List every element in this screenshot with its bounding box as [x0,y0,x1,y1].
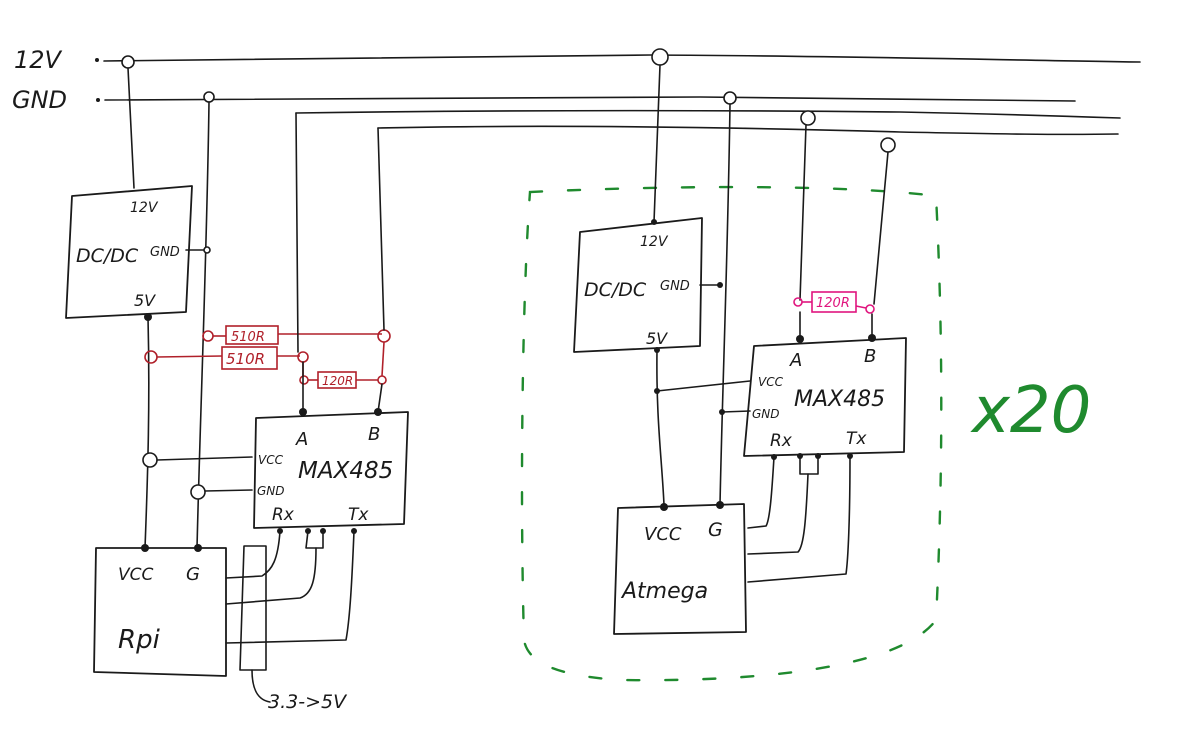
power-rails: 12V GND [12,46,1141,136]
slave-gnd-tap [723,91,737,105]
de-re-signal-wire [225,547,317,605]
level-shifter-box [239,545,267,671]
master-gnd-junction [190,484,206,500]
master-max485-b-label: B [368,424,380,445]
slave-rx-wire [747,456,775,529]
bus-b-wire [377,125,1119,136]
slave-max485-title: MAX485 [794,387,885,412]
slave-dcdc-in-label: 12V [640,234,669,250]
slave-max485-tx-label: Tx [846,429,867,449]
atmega-g-label: G [708,519,723,541]
rpi-title: Rpi [118,625,161,655]
master-vcc-junction [142,452,158,468]
master-max485-a-label: A [295,429,308,450]
slave-dcdc-out-label: 5V [646,329,668,348]
master-max485-box [253,411,409,529]
bias-pulldown-node [144,350,158,364]
rail-gnd-wire [104,96,1076,102]
bias-pullup-node [202,330,214,342]
bias-b-node [377,329,391,343]
bias-a-node [297,351,309,363]
slave-max485-a-label: A [789,350,802,371]
rx-signal-wire [225,530,281,579]
rpi-box [93,547,227,677]
rail-12v-label: 12V [14,46,63,74]
rpi-g-label: G [186,564,200,585]
slave-tx-wire [747,455,851,583]
slave-max485-box [743,337,907,457]
slave-dcdc-gnd-label: GND [660,279,690,294]
master-bias-resistors: 510R 510R 120R [144,325,391,389]
master-node: DC/DC 12V GND 5V 510R 510R [65,55,409,713]
master-dcdc-title: DC/DC [76,245,139,267]
resistor-510r-bottom [221,346,278,370]
resistor-510r-top [225,325,279,345]
master-b-drop [377,127,385,413]
slave-dcdc-box [573,217,703,353]
slave-b-tap [880,137,896,153]
atmega-box [613,503,747,635]
resistor-510r-top-label: 510R [231,330,265,345]
resistor-510r-bottom-label: 510R [226,350,265,368]
slave-max485-rx-label: Rx [770,431,793,451]
bus-a-wire [295,109,1121,119]
slave-gnd-drop [719,103,731,506]
slave-12v-drop [653,64,661,223]
slave-node: 12V DC/DC GND 5V 120R A B VCC MAX485 GND… [520,48,943,682]
slave-terminator: 120R [793,291,875,314]
tx-signal-wire [225,530,355,644]
master-max485-tx-label: Tx [348,505,369,525]
term-a-node [299,375,309,385]
master-12v-drop [127,67,135,189]
slave-a-tap [800,110,816,126]
resistor-120r-slave-label: 120R [816,296,850,311]
rail-gnd-label: GND [12,86,67,114]
master-5v-drop [144,316,150,549]
master-dcdc-in-label: 12V [130,200,159,216]
rail-12v-wire [103,54,1141,63]
rail-gnd-terminal [96,98,100,102]
slave-12v-tap [651,48,669,66]
master-gnd-tap [203,91,215,103]
slave-de-re-wire [747,473,809,555]
rail-12v-terminal [95,58,99,62]
master-dcdc-gnd-label: GND [150,245,180,260]
atmega-vcc-label: VCC [644,524,682,545]
resistor-120r-master-label: 120R [322,374,353,388]
master-max485-rx-label: Rx [272,505,295,525]
slave-a-drop [799,124,807,339]
atmega-title: Atmega [620,579,708,604]
slave-dcdc-title: DC/DC [584,279,647,301]
rpi-vcc-label: VCC [118,565,153,585]
level-shifter-label: 3.3->5V [268,691,348,713]
term-b-node [377,375,387,385]
slave-5v-drop [656,349,665,506]
master-max485-gnd-label: GND [257,484,285,498]
master-a-drop [295,112,304,413]
multiplier-label: x20 [970,374,1091,448]
master-dcdc-gnd-node [203,246,211,254]
master-dcdc-box [65,185,193,319]
master-gnd-drop [196,101,210,549]
master-max485-vcc-label: VCC [258,453,284,467]
slave-max485-b-label: B [864,346,876,367]
slave-max485-vcc-label: VCC [758,375,784,389]
master-dcdc-out-label: 5V [134,291,156,310]
slave-max485-gnd-label: GND [752,407,780,421]
repeat-group-outline [520,185,943,682]
master-max485-title: MAX485 [298,458,393,484]
resistor-120r-slave [811,291,857,313]
master-12v-tap [121,55,135,69]
